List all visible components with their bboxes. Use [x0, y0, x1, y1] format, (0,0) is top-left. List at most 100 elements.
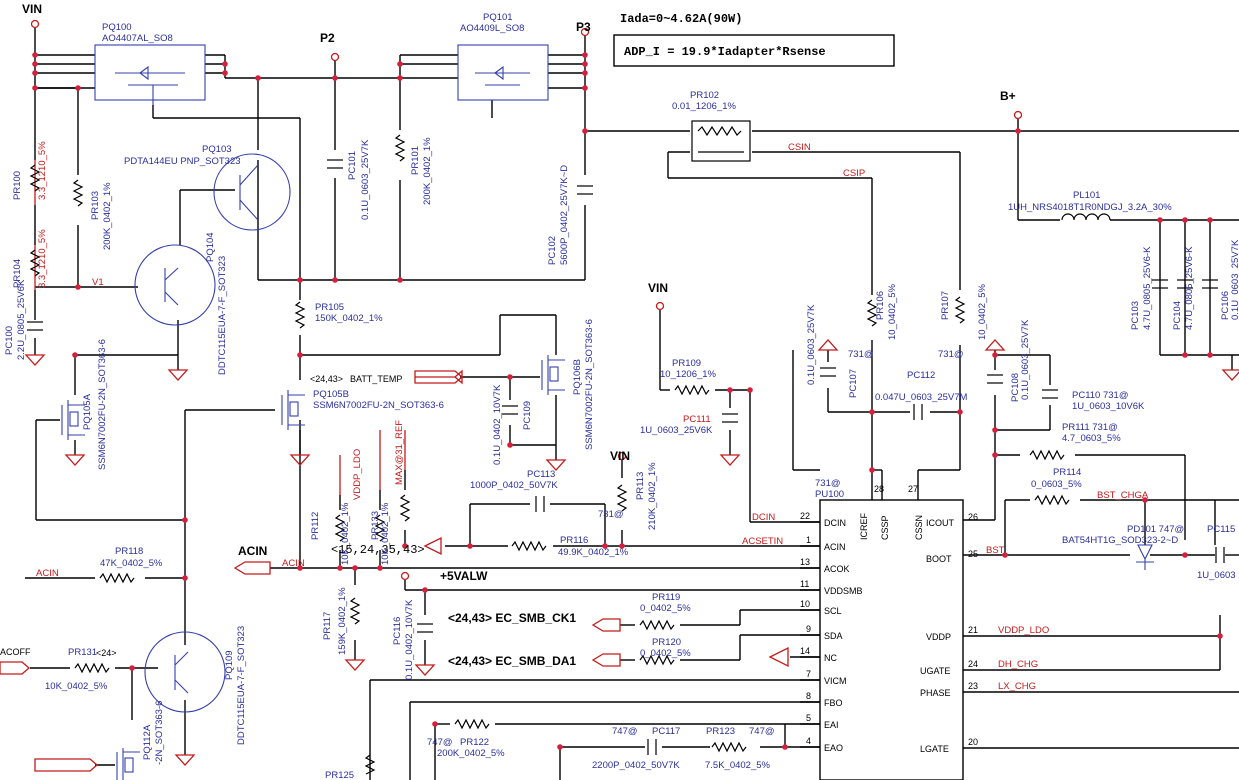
net-vddp-ldo: VDDP_LDO — [998, 625, 1049, 636]
pc100-ref: PC100 — [4, 326, 15, 355]
opt-747-pc117: 747@ — [612, 726, 638, 737]
net-smb-da: <24,43> EC_SMB_DA1 — [448, 654, 576, 668]
pq100-ref: PQ100 — [102, 22, 132, 33]
net-lx-chg: LX_CHG — [998, 681, 1036, 692]
opt-731-pr113: 731@ — [598, 509, 624, 520]
opt-747-pr122: 747@ — [427, 737, 453, 748]
pc102-val: 5600P_0402_25V7K~D — [559, 165, 570, 265]
pr106-val: 10_0402_5% — [887, 283, 898, 340]
pu100-opt: 731@ — [815, 478, 841, 489]
pin-num-27: 27 — [908, 484, 918, 494]
resistors — [29, 134, 1070, 775]
pq106b-ref: PQ106B — [572, 359, 583, 395]
pr101-ref: PR101 — [410, 146, 421, 175]
formula-box — [613, 34, 895, 67]
pc108-val: 0.1U_0603_25V7K — [1020, 319, 1031, 400]
pin-num-24: 24 — [968, 659, 978, 669]
net-bst: BST — [986, 545, 1005, 556]
pr116-ref: PR116 — [560, 535, 588, 546]
net-acoff: ACOFF — [0, 647, 31, 657]
net-csin: CSIN — [788, 142, 811, 153]
bjt-symbols — [134, 153, 291, 713]
pr100-ref: PR100 — [12, 171, 23, 200]
pu100-ref: PU100 — [815, 489, 844, 500]
pr105-val: 150K_0402_1% — [315, 313, 383, 324]
pr111-ref: PR111 731@ — [1062, 422, 1118, 433]
pin-cssp: CSSP — [880, 515, 890, 540]
opt-731-pc107: 731@ — [848, 349, 874, 360]
pc110-val: 1U_0603_10V6K — [1072, 401, 1145, 412]
pc108-ref: PC108 — [1010, 373, 1021, 402]
pc103-val: 4.7U_0805_25V6-K — [1142, 246, 1153, 330]
pr111-val: 4.7_0603_5% — [1062, 433, 1121, 444]
pc113-ref: PC113 — [527, 469, 555, 480]
pin-num-23: 23 — [968, 681, 978, 691]
off-page-connectors — [0, 369, 621, 772]
pr113-val: 210K_0402_1% — [647, 462, 658, 530]
pq100-val: AO4407AL_SO8 — [102, 33, 173, 44]
pq101-mosfet — [457, 44, 549, 101]
note-adp-formula: ADP_I = 19.9*Iadapter*Rsense — [624, 45, 826, 59]
pc101-val: 0.1U_0603_25V7K — [360, 139, 371, 220]
net-vin-low: VIN — [610, 449, 630, 463]
pq101-val: AO4409L_SO8 — [460, 23, 524, 34]
pc116-ref: PC116 — [392, 617, 403, 645]
pin-nc: NC — [824, 653, 837, 663]
pc104-val: 4.7U_0805_25V6-K — [1184, 246, 1195, 330]
pin-num-1: 1 — [806, 535, 811, 545]
net-csip: CSIP — [843, 168, 865, 179]
pc111-val: 1U_0603_25V6K — [640, 425, 713, 436]
pq105a-ref: PQ105A — [82, 393, 93, 430]
net-p3: P3 — [576, 20, 591, 34]
net-dcin: DCIN — [752, 512, 775, 523]
pc116-val: 0.1U_0402_10V7K — [404, 599, 415, 680]
net-terminals — [30, 19, 1023, 581]
net-vddp-ldo-v: VDDP_LDO — [352, 449, 363, 500]
pin-num-9: 9 — [806, 624, 811, 634]
pr133-ref: PR133 — [370, 511, 381, 540]
pr103-ref: PR103 — [90, 191, 101, 220]
net-5valw: +5VALW — [440, 569, 488, 583]
pin-num-13: 13 — [800, 557, 810, 567]
pr118-ref: PR118 — [115, 546, 143, 557]
pq103-val: PDTA144EU PNP_SOT323 — [124, 156, 241, 167]
net-vin-top: VIN — [22, 2, 42, 16]
pin-lgate: LGATE — [920, 744, 949, 754]
net-dh-chg: DH_CHG — [998, 659, 1038, 670]
pd101-val: BAT54HT1G_SOD323-2~D — [1062, 535, 1178, 546]
pin-scl: SCL — [824, 606, 842, 616]
pr107-ref: PR107 — [940, 291, 951, 320]
pin-eao: EAO — [824, 743, 843, 753]
pr125-ref: PR125 — [325, 770, 354, 780]
net-p2: P2 — [320, 31, 335, 45]
pr102-sense-resistor — [691, 120, 751, 162]
pin-num-20: 20 — [968, 737, 978, 747]
pin-dcin: DCIN — [824, 518, 846, 528]
pin-ugate: UGATE — [920, 666, 950, 676]
pq104-ref: PQ104 — [205, 232, 216, 262]
pq101-ref: PQ101 — [483, 12, 513, 23]
net-acin-red-left: ACIN — [36, 568, 59, 579]
pin-num-7: 7 — [806, 669, 811, 679]
capacitors — [27, 159, 1225, 755]
pc100-val: 2.2U_0805_25V6K — [16, 279, 27, 360]
pr116-val: 49.9K_0402_1% — [558, 547, 629, 558]
pr102-ref: PR102 — [690, 90, 719, 101]
net-bst-chga: BST_CHGA — [1097, 490, 1149, 501]
pq105a-val: SSM6N7002FU-2N_SOT363-6 — [97, 339, 108, 470]
pin-num-22: 22 — [800, 511, 810, 521]
pr117-ref: PR117 — [322, 612, 333, 640]
pin-num-5: 5 — [806, 713, 811, 723]
pc117-ref: PC117 — [652, 726, 680, 737]
opt-731-pr107: 731@ — [938, 349, 964, 360]
net-acsetin: ACSETIN — [742, 536, 783, 547]
note-iada: Iada=0~4.62A(90W) — [620, 12, 742, 26]
pc112-ref: PC112 — [907, 370, 935, 381]
net-max-ref: MAX@31_REF — [394, 420, 405, 485]
pin-num-4: 4 — [806, 736, 811, 746]
pin-num-21: 21 — [968, 625, 978, 635]
small-mosfets — [61, 355, 565, 780]
pin-num-28: 28 — [874, 484, 884, 494]
pd101-diode — [1136, 544, 1154, 570]
pq112a-val: -2N_SOT363-6 — [154, 701, 165, 765]
